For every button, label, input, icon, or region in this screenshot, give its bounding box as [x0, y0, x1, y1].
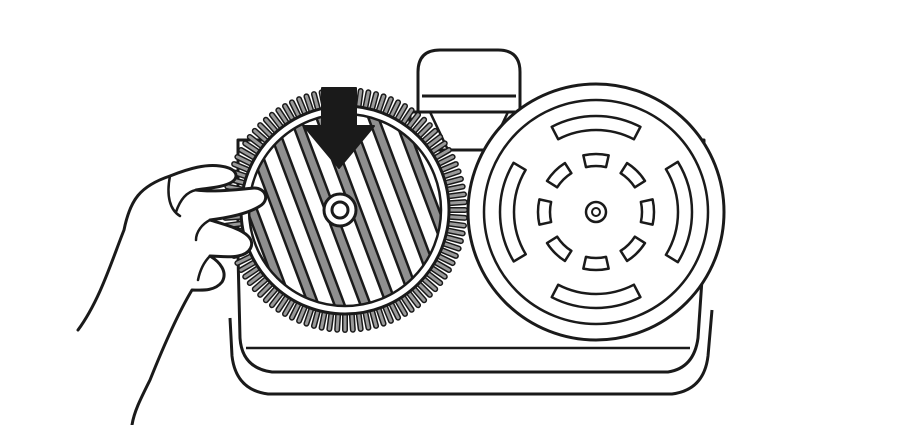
plate-slot-inner [639, 198, 656, 226]
plate-slot-inner [536, 198, 553, 226]
plate-slot-inner [582, 255, 610, 272]
plate-slot-outer [550, 283, 642, 310]
plate-slot-inner [545, 161, 573, 189]
plate-slot-inner [582, 152, 610, 169]
plate-slot-outer [664, 160, 694, 264]
hand [76, 164, 268, 425]
down-arrow [303, 87, 375, 169]
plate-slot-outer [498, 161, 527, 263]
plate-slot-inner [545, 235, 573, 263]
pad-plate-right [466, 82, 726, 342]
plate-slot-outer [550, 114, 642, 141]
pad-stripe [249, 114, 327, 306]
plate-slot-inner [619, 161, 647, 189]
plate-slot-inner [619, 235, 647, 263]
